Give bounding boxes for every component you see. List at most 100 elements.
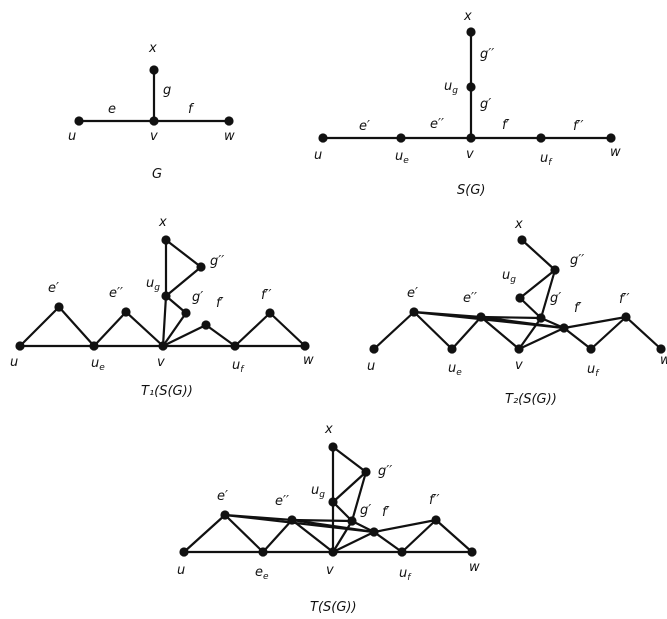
edge-label-g: g [163, 83, 171, 98]
vertex-u [179, 547, 189, 557]
vertex-u [318, 133, 328, 143]
vertex-w [606, 133, 616, 143]
vertex-label-ug: ug [311, 483, 325, 500]
edge-ug-g2 [331, 470, 368, 504]
vertex-label-e2: e′′ [109, 286, 123, 301]
edge-v-f1 [331, 530, 376, 554]
vertex-f1 [369, 527, 379, 537]
vertex-label-f1: f′ [216, 296, 224, 311]
vertex-ug [161, 291, 171, 301]
edge-v-f1 [161, 323, 208, 348]
vertex-f2 [265, 308, 275, 318]
vertex-label-v: v [150, 129, 158, 144]
vertex-label-g1: g′ [360, 503, 371, 518]
vertex-label-g2: g′′ [210, 254, 224, 269]
vertex-v [466, 133, 476, 143]
vertex-label-w: w [303, 353, 314, 368]
caption-t: T(S(G)) [310, 600, 357, 615]
vertex-label-ug: ug [146, 276, 160, 293]
vertex-f1 [201, 320, 211, 330]
vertex-label-v: v [157, 355, 165, 370]
vertex-f2 [431, 515, 441, 525]
vertex-label-g1: g′ [550, 291, 561, 306]
edge-f1-f2 [562, 315, 628, 330]
edge-uf-f2 [400, 518, 438, 554]
vertex-ue [89, 341, 99, 351]
vertex-label-ue: ue [91, 356, 105, 373]
vertex-x [466, 27, 476, 37]
edge-v-f1 [517, 326, 566, 351]
caption-sg: S(G) [457, 183, 485, 198]
edge-uf-f2 [233, 311, 272, 348]
edge-f2-w [624, 315, 663, 351]
edge-f1-uf [204, 323, 237, 348]
edge-e1-ue [412, 310, 454, 351]
edge-g1-g2 [350, 470, 368, 523]
vertex-ue [396, 133, 406, 143]
vertex-label-v: v [515, 358, 523, 373]
vertex-g2 [361, 467, 371, 477]
edge-e2-g1 [290, 518, 354, 523]
edge-u-e1 [182, 513, 227, 554]
vertex-u [15, 341, 25, 351]
vertex-label-u: u [177, 563, 185, 578]
edge-e2-v [479, 315, 521, 351]
vertex-label-uf: uf [399, 566, 412, 583]
vertex-g2 [196, 262, 206, 272]
edge-f1-f2 [372, 518, 438, 534]
vertex-w [656, 344, 666, 354]
edge-label-e2: e′′ [430, 117, 444, 132]
vertex-label-x: x [463, 9, 472, 24]
vertex-e1 [54, 302, 64, 312]
edge-g2-x [164, 238, 203, 269]
edge-ug-g2 [518, 268, 557, 300]
vertex-label-w: w [224, 129, 235, 144]
vertex-label-w: w [469, 560, 480, 575]
vertex-e2 [287, 515, 297, 525]
caption-t1: T₁(S(G)) [141, 384, 193, 399]
vertex-x [328, 442, 338, 452]
edge-ue-e2 [261, 518, 294, 554]
vertex-label-x: x [514, 217, 523, 232]
vertex-label-e1: e′ [407, 286, 418, 301]
vertex-w [224, 116, 234, 126]
edge-e2-v [290, 518, 335, 554]
vertex-g2 [550, 265, 560, 275]
edge-e1-ue [57, 305, 96, 348]
vertex-ug [466, 82, 476, 92]
vertex-uf [586, 344, 596, 354]
vertex-label-v: v [466, 147, 474, 162]
edge-v-ug [161, 294, 168, 348]
edge-ue-e2 [92, 310, 128, 348]
vertex-label-ug: ug [502, 268, 516, 285]
vertex-label-uf: uf [587, 362, 600, 379]
vertex-label-ug: ug [444, 79, 458, 96]
vertex-label-g2: g′′ [570, 253, 584, 268]
vertex-label-u: u [314, 148, 322, 163]
vertex-e1 [409, 307, 419, 317]
edge-g2-x [520, 238, 557, 272]
edge-v-g1 [161, 311, 188, 348]
vertex-ue [258, 547, 268, 557]
edge-e2-g1 [479, 315, 543, 320]
edge-e1-f1 [223, 513, 376, 534]
edge-label-e: e [108, 102, 116, 117]
vertex-label-f2: f′′ [619, 292, 630, 307]
vertex-ug [515, 293, 525, 303]
vertex-label-x: x [158, 215, 167, 230]
vertex-f2 [621, 312, 631, 322]
vertex-label-ue: ue [448, 361, 462, 378]
vertex-label-uf: uf [232, 358, 245, 375]
edge-g1-g2 [539, 268, 557, 320]
vertex-label-u: u [10, 355, 18, 370]
vertex-label-ue: ue [395, 149, 409, 166]
edge-label-f2: f′′ [573, 119, 584, 134]
vertex-e2 [476, 312, 486, 322]
vertex-uf [230, 341, 240, 351]
edge-uf-f2 [589, 315, 628, 351]
vertex-label-v: v [326, 563, 334, 578]
